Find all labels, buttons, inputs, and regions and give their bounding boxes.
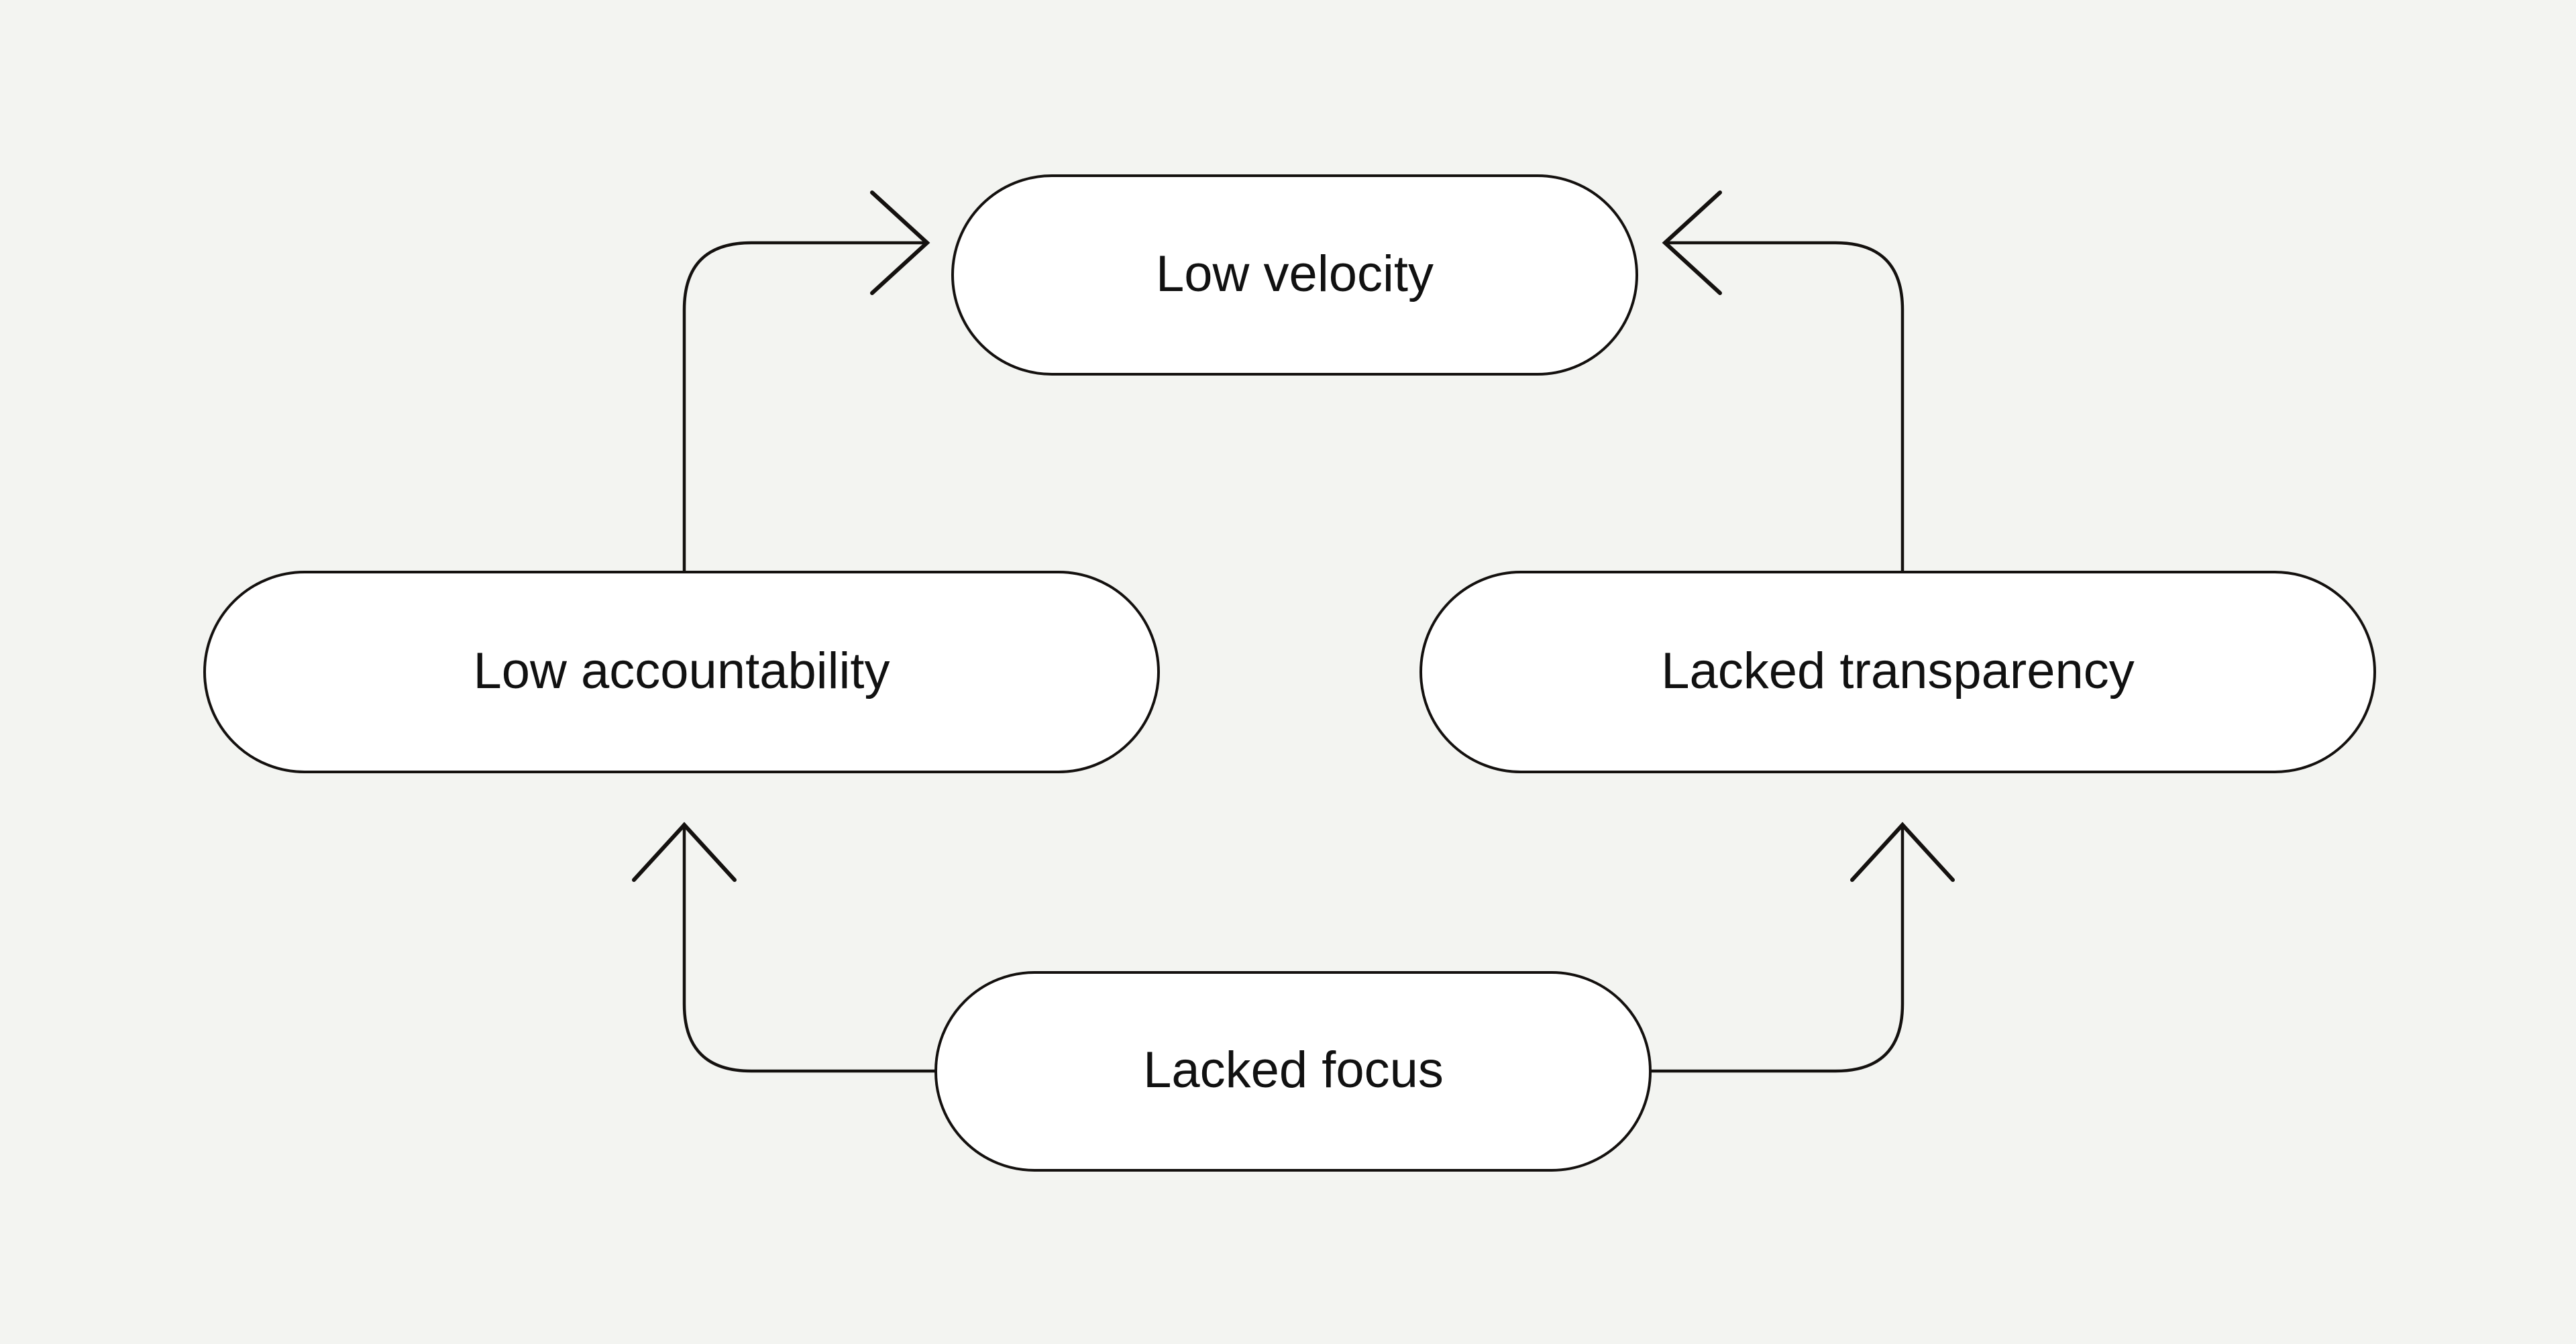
node-lacked-transparency-label: Lacked transparency [1661, 642, 2135, 699]
node-low-accountability-shape [203, 571, 1160, 773]
edge-accountability-to-velocity-line [682, 241, 929, 574]
edge-accountability-to-velocity[interactable] [682, 190, 930, 574]
edge-focus-to-accountability[interactable] [632, 822, 938, 1073]
node-lacked-focus-label: Lacked focus [1143, 1042, 1444, 1099]
edge-focus-to-transparency[interactable] [1648, 822, 1955, 1073]
edge-focus-to-accountability-line [682, 823, 938, 1073]
node-layer: Low velocity Low accountability Lacked t… [203, 174, 2376, 1172]
arrowhead-right-into-low-velocity [870, 190, 930, 295]
node-low-velocity-shape [951, 174, 1638, 376]
edge-layer [632, 190, 1955, 1073]
node-low-velocity-label: Low velocity [1156, 245, 1434, 302]
arrowhead-left-into-low-velocity [1662, 190, 1722, 295]
node-lacked-focus[interactable]: Lacked focus [934, 971, 1652, 1172]
node-lacked-focus-shape [934, 971, 1652, 1172]
edge-transparency-to-velocity-line [1663, 241, 1904, 574]
node-low-accountability-label: Low accountability [473, 642, 890, 699]
node-lacked-transparency-shape [1419, 571, 2376, 773]
node-low-accountability[interactable]: Low accountability [203, 571, 1160, 773]
arrowhead-up-into-low-accountability [632, 822, 737, 882]
edge-transparency-to-velocity[interactable] [1662, 190, 1904, 574]
edge-focus-to-transparency-line [1648, 823, 1904, 1073]
node-low-velocity[interactable]: Low velocity [951, 174, 1638, 376]
node-lacked-transparency[interactable]: Lacked transparency [1419, 571, 2376, 773]
arrowhead-up-into-lacked-transparency [1850, 822, 1955, 882]
